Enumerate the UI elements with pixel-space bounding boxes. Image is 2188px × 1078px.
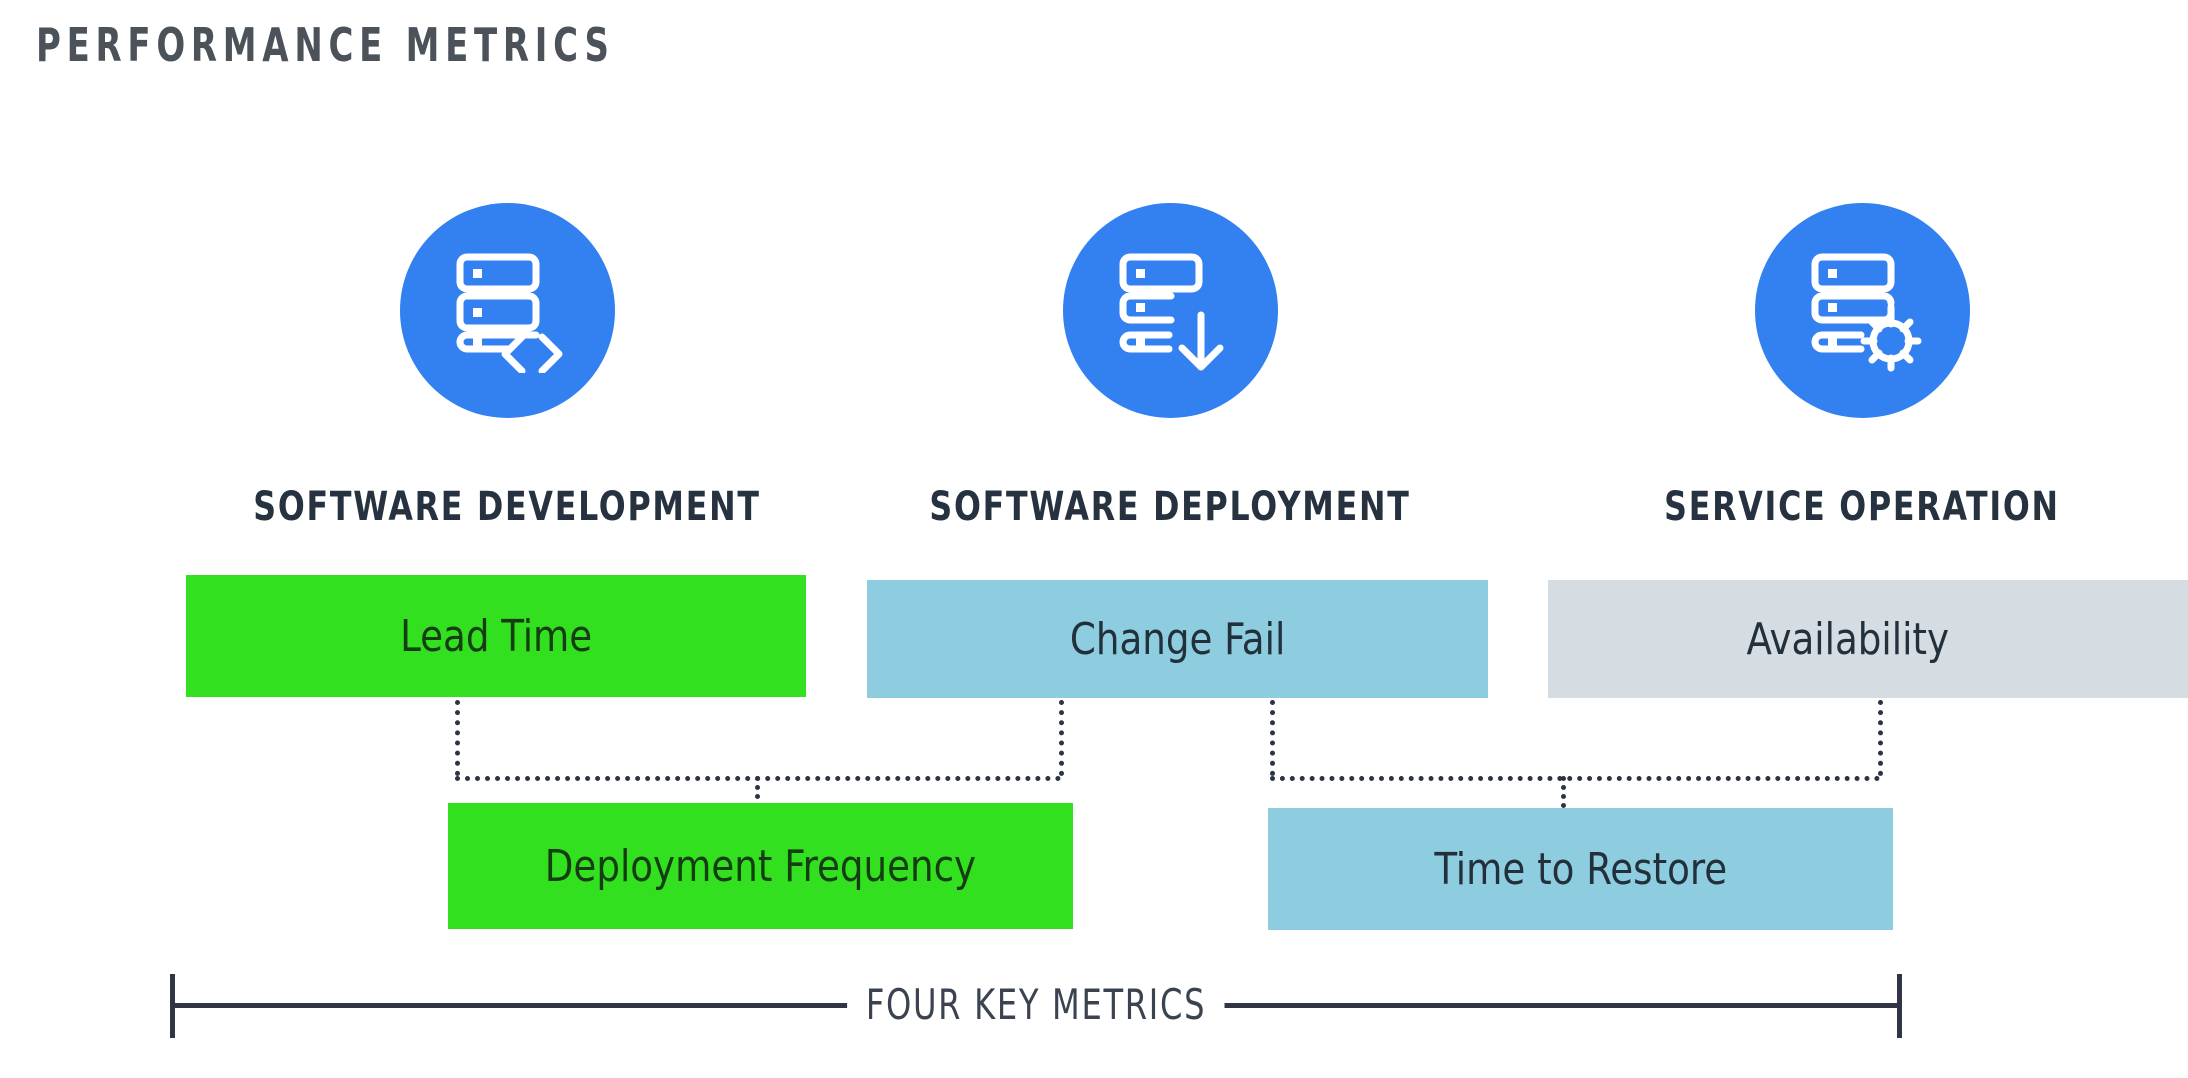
bracket-cap-left	[170, 974, 175, 1038]
connector-drop-lead-time	[455, 700, 460, 776]
metric-bar-label: Change Fail	[1069, 613, 1286, 665]
metric-bar-label: Availability	[1746, 613, 1949, 665]
connector-rail-time-to-restore	[1270, 776, 1880, 781]
metric-bar-lead-time[interactable]: Lead Time	[186, 575, 806, 697]
connector-drop-availability	[1878, 700, 1883, 776]
column-heading-service-operation: SERVICE OPERATION	[1664, 484, 2060, 530]
column-heading-software-deployment: SOFTWARE DEPLOYMENT	[929, 484, 1411, 530]
bracket-cap-right	[1897, 974, 1902, 1038]
icon-circle-software-development	[400, 203, 615, 418]
metric-bar-label: Lead Time	[399, 610, 593, 662]
server-download-icon	[1109, 249, 1233, 373]
connector-drop-to-time-to-restore	[1561, 776, 1566, 808]
connector-drop-change-fail-right	[1270, 700, 1275, 776]
icon-circle-software-deployment	[1063, 203, 1278, 418]
bracket-label-four-key-metrics: FOUR KEY METRICS	[847, 980, 1225, 1029]
metric-bar-label: Deployment Frequency	[544, 840, 977, 892]
metric-bar-availability[interactable]: Availability	[1548, 580, 2188, 698]
page-title: PERFORMANCE METRICS	[36, 18, 615, 72]
metric-bar-time-to-restore[interactable]: Time to Restore	[1268, 808, 1893, 930]
connector-drop-to-deployment-frequency	[755, 776, 760, 808]
connector-drop-change-fail-left	[1059, 700, 1064, 776]
server-code-icon	[446, 249, 570, 373]
metric-bar-label: Time to Restore	[1434, 843, 1727, 895]
server-gear-icon	[1801, 249, 1925, 373]
column-heading-software-development: SOFTWARE DEVELOPMENT	[253, 484, 761, 530]
metric-bar-change-fail[interactable]: Change Fail	[867, 580, 1488, 698]
icon-circle-service-operation	[1755, 203, 1970, 418]
metric-bar-deployment-frequency[interactable]: Deployment Frequency	[448, 803, 1073, 929]
